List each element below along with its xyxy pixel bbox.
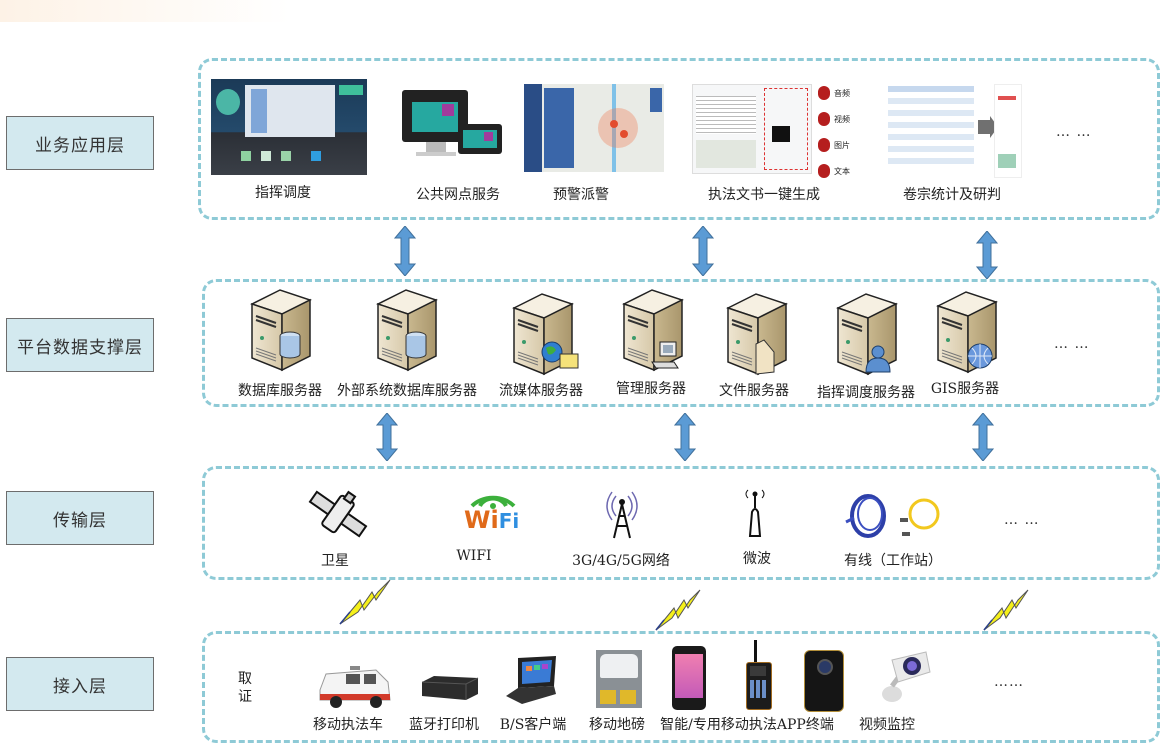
bluetooth-printer-icon <box>420 672 480 702</box>
image-icon <box>818 138 830 152</box>
transport-item-label: 卫星 <box>321 553 349 569</box>
microwave-antenna-icon <box>742 486 768 538</box>
video-icon <box>818 112 830 126</box>
double-arrow-icon <box>976 231 998 279</box>
layer-label-text: 接入层 <box>53 676 107 697</box>
business-item-label: 卷宗统计及研判 <box>903 187 1001 203</box>
laptop-icon <box>504 654 560 706</box>
command-dispatch-server-icon <box>832 290 902 376</box>
business-item-label: 公共网点服务 <box>416 187 500 203</box>
server-label: 流媒体服务器 <box>499 383 583 399</box>
side-label-char: 取 <box>238 671 252 687</box>
server-label: 管理服务器 <box>616 381 686 397</box>
doc-output-label: 视频 <box>834 114 850 124</box>
layer-label-transport: 传输层 <box>6 491 154 545</box>
evidence-collection-label: 取 证 <box>238 670 252 706</box>
handheld-radio-icon <box>744 640 772 710</box>
transport-item-label: 有线（工作站） <box>844 553 942 569</box>
wireless-link-lightning-icon <box>983 589 1029 631</box>
access-item-label: 移动地磅 <box>589 717 645 733</box>
mobile-weighbridge-icon <box>596 650 642 708</box>
network-cable-icon <box>842 492 946 542</box>
doc-output-label: 文本 <box>834 166 850 176</box>
business-ellipsis: … … <box>1056 124 1092 140</box>
wifi-logo-fi: Fi <box>498 509 520 533</box>
double-arrow-icon <box>692 226 714 276</box>
wifi-logo-wi: Wi <box>464 506 499 534</box>
body-camera-icon <box>804 650 844 712</box>
double-arrow-icon <box>674 413 696 461</box>
server-label: 指挥调度服务器 <box>817 385 915 401</box>
audio-icon <box>818 86 830 100</box>
layer-label-access: 接入层 <box>6 657 154 711</box>
streaming-media-server-icon <box>508 290 584 376</box>
double-arrow-icon <box>972 413 994 461</box>
kiosk-monitor-icon <box>402 90 502 162</box>
double-arrow-icon <box>376 413 398 461</box>
gis-server-icon <box>932 288 1002 374</box>
transport-item-label: 微波 <box>743 551 771 567</box>
layer-label-text: 平台数据支撑层 <box>17 337 143 358</box>
business-item-label: 执法文书一键生成 <box>708 187 820 203</box>
cell-tower-icon <box>598 484 646 540</box>
text-file-icon <box>818 164 830 178</box>
access-item-label: 智能/专用移动执法APP终端 <box>660 717 834 733</box>
enforcement-vehicle-icon <box>316 660 392 710</box>
doc-output-text: 文本 <box>818 161 850 181</box>
access-panel <box>202 631 1160 743</box>
platform-ellipsis: … … <box>1054 336 1090 352</box>
doc-output-label: 音频 <box>834 88 850 98</box>
layer-label-text: 传输层 <box>53 510 107 531</box>
layer-label-business: 业务应用层 <box>6 116 154 170</box>
access-item-label: 视频监控 <box>859 717 915 733</box>
server-label: GIS服务器 <box>930 381 1000 397</box>
business-panel <box>198 58 1160 220</box>
doc-output-audio: 音频 <box>818 83 850 103</box>
transport-item-label: WIFI <box>456 548 492 564</box>
server-label: 文件服务器 <box>719 383 789 399</box>
doc-output-video: 视频 <box>818 109 850 129</box>
access-item-label: 蓝牙打印机 <box>409 717 479 733</box>
platform-panel <box>202 279 1160 407</box>
alert-map-icon <box>524 84 664 172</box>
wireless-link-lightning-icon <box>655 589 701 631</box>
management-server-icon <box>618 286 694 372</box>
file-server-icon <box>722 290 792 376</box>
command-center-screen-icon <box>211 79 367 175</box>
transport-ellipsis: … … <box>1004 512 1040 528</box>
double-arrow-icon <box>394 226 416 276</box>
smartphone-icon <box>672 646 706 710</box>
access-ellipsis: …… <box>994 674 1024 690</box>
doc-output-label: 图片 <box>834 140 850 150</box>
business-item-label: 预警派警 <box>553 187 609 203</box>
transport-item-label: 3G/4G/5G网络 <box>572 553 670 569</box>
external-database-server-icon <box>372 286 442 372</box>
transport-panel <box>202 466 1160 580</box>
satellite-icon <box>306 488 370 540</box>
document-generator-icon <box>692 82 832 174</box>
access-item-label: B/S客户端 <box>499 717 567 733</box>
wifi-icon: WiFi <box>464 486 522 538</box>
case-statistics-icon <box>888 84 1022 178</box>
server-label: 外部系统数据库服务器 <box>337 383 477 399</box>
layer-label-text: 业务应用层 <box>35 135 125 156</box>
side-label-char: 证 <box>238 689 252 705</box>
database-server-icon <box>246 286 316 372</box>
business-item-label: 指挥调度 <box>255 185 311 201</box>
wireless-link-lightning-icon <box>339 579 391 625</box>
layer-label-platform: 平台数据支撑层 <box>6 318 154 372</box>
cctv-camera-icon <box>872 650 932 706</box>
access-item-label: 移动执法车 <box>313 717 383 733</box>
doc-output-list: 音频 视频 图片 文本 <box>818 83 850 181</box>
decorative-header-strip <box>0 0 290 22</box>
server-label: 数据库服务器 <box>238 383 322 399</box>
doc-output-image: 图片 <box>818 135 850 155</box>
